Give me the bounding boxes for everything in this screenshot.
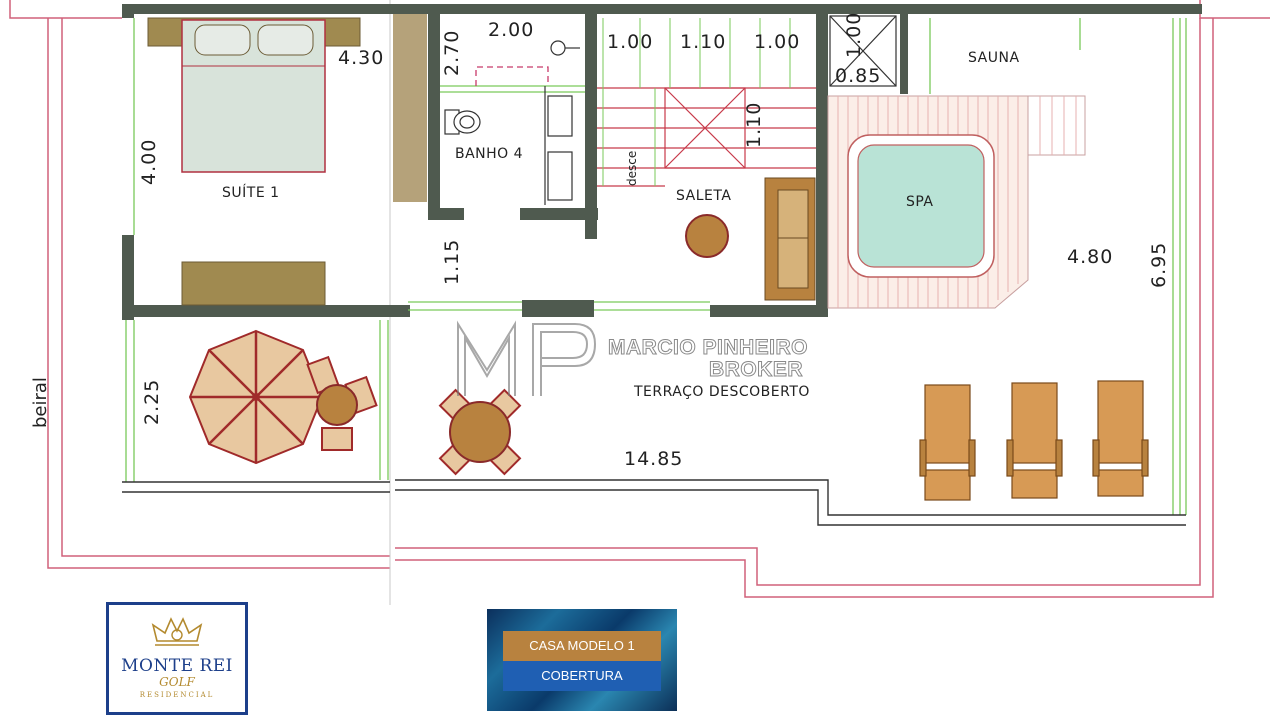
umbrella bbox=[188, 329, 324, 465]
watermark-monogram bbox=[457, 320, 597, 396]
crown-icon bbox=[151, 617, 203, 646]
dim-terrace-left: 2.25 bbox=[141, 379, 163, 425]
label-banho: BANHO 4 bbox=[455, 146, 523, 162]
monte-rei-logo: MONTE REI GOLF RESIDENCIAL bbox=[106, 602, 248, 715]
watermark-line2: BROKER bbox=[708, 358, 804, 382]
terrace-edge bbox=[122, 479, 1186, 526]
label-sauna: SAUNA bbox=[968, 50, 1020, 66]
shower-area bbox=[475, 66, 549, 86]
dim-suite-width: 4.30 bbox=[338, 47, 384, 69]
stairs bbox=[597, 87, 816, 187]
loungers bbox=[919, 380, 1149, 501]
saleta-table bbox=[685, 214, 729, 258]
dim-suite-depth: 4.00 bbox=[138, 139, 160, 185]
logo-tagline: RESIDENCIAL bbox=[139, 691, 215, 699]
dim-sauna-d: 0.85 bbox=[835, 65, 881, 87]
label-suite: SUÍTE 1 bbox=[222, 184, 280, 201]
terrace-dining-table bbox=[438, 388, 522, 476]
logo-name: MONTE REI bbox=[121, 656, 233, 676]
dim-stair-1: 1.00 bbox=[607, 31, 653, 53]
bed bbox=[147, 17, 361, 173]
sofa bbox=[764, 177, 816, 301]
label-saleta: SALETA bbox=[676, 188, 731, 204]
watermark-line1: MARCIO PINHEIRO bbox=[607, 336, 809, 360]
dim-spa-width: 4.80 bbox=[1067, 246, 1113, 268]
walls bbox=[122, 4, 1202, 320]
label-beiral: beiral bbox=[30, 377, 51, 428]
dim-total-depth: 6.95 bbox=[1148, 242, 1170, 288]
dim-banho-depth: 2.70 bbox=[441, 30, 463, 76]
logo-subname: GOLF bbox=[159, 675, 195, 689]
dim-stair-2: 1.10 bbox=[680, 31, 726, 53]
bath-fixtures bbox=[444, 40, 580, 205]
dim-stair-4: 1.10 bbox=[743, 102, 765, 148]
wood-panel bbox=[393, 14, 427, 202]
terrace-left-table bbox=[306, 355, 378, 451]
dim-saleta-depth: 1.15 bbox=[441, 239, 463, 285]
green-outlines bbox=[125, 18, 1187, 515]
spa-pool bbox=[847, 134, 995, 278]
badge-level: COBERTURA bbox=[503, 661, 661, 691]
dim-banho-width: 2.00 bbox=[488, 19, 534, 41]
label-spa: SPA bbox=[906, 194, 934, 210]
dim-stair-3: 1.00 bbox=[754, 31, 800, 53]
stair-treads-green bbox=[602, 18, 791, 186]
outer-boundary bbox=[9, 0, 1270, 598]
label-terraco: TERRAÇO DESCOBERTO bbox=[633, 384, 810, 400]
shaft bbox=[829, 15, 897, 87]
dresser bbox=[181, 261, 326, 306]
dim-sauna-w: 1.00 bbox=[843, 12, 865, 58]
label-desce: desce bbox=[625, 151, 639, 186]
model-badge: CASA MODELO 1 COBERTURA bbox=[487, 609, 677, 711]
dim-total-width: 14.85 bbox=[624, 448, 683, 470]
badge-model: CASA MODELO 1 bbox=[503, 631, 661, 661]
